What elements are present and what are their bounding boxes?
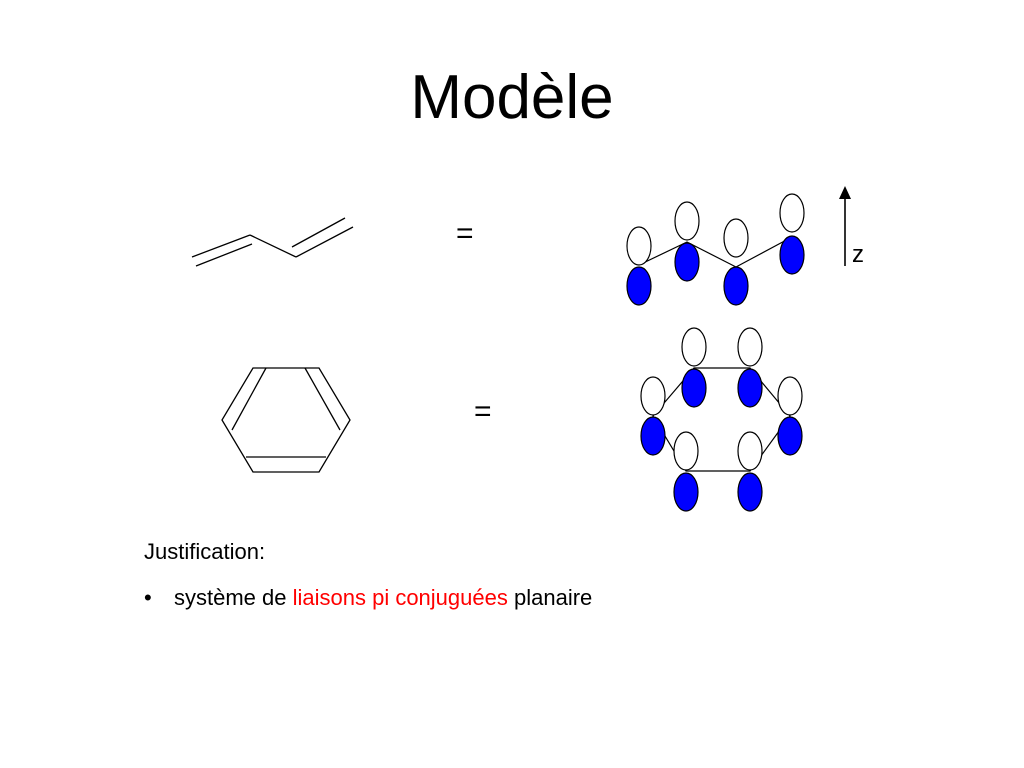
benzene-orbital-model <box>640 327 803 512</box>
butadiene-structure-icon <box>191 217 354 267</box>
z-axis-arrowhead <box>839 186 851 199</box>
p-orbital-lobe-filled <box>779 235 805 275</box>
benzene-double-bond-inner <box>231 367 267 431</box>
slide-title: Modèle <box>410 63 614 132</box>
p-orbital-lobe-filled <box>737 472 763 512</box>
benzene-double-bond-inner <box>304 367 341 431</box>
p-orbital-lobe-filled <box>626 266 652 306</box>
bullet-text-highlight: liaisons pi conjuguées <box>292 585 508 610</box>
butadiene-bond <box>191 234 251 258</box>
justification-label: Justification: <box>144 539 266 564</box>
p-orbital-lobe-empty <box>737 327 763 367</box>
p-orbital-lobe-filled <box>674 242 700 282</box>
butadiene-bond <box>295 226 354 258</box>
p-orbital-lobe-empty <box>681 327 707 367</box>
equals-sign-bottom: = <box>474 395 492 428</box>
butadiene-sigma-frame <box>638 236 793 268</box>
butadiene-double-bond-inner <box>291 217 346 248</box>
p-orbital-lobe-empty <box>673 431 699 471</box>
benzene-ring <box>221 367 351 473</box>
p-orbital-lobe-empty <box>626 226 652 266</box>
p-orbital-lobe-empty <box>723 218 749 258</box>
equals-sign-top: = <box>456 217 474 250</box>
p-orbital-lobe-filled <box>681 368 707 408</box>
p-orbital-lobe-empty <box>779 193 805 233</box>
benzene-structure-icon <box>221 367 351 473</box>
bullet-text-before: système de <box>174 585 293 610</box>
p-orbital-lobe-filled <box>737 368 763 408</box>
p-orbital-lobe-filled <box>673 472 699 512</box>
bullet-marker: • <box>144 585 152 610</box>
p-orbital-lobe-filled <box>723 266 749 306</box>
z-axis-arrow-icon <box>839 186 851 266</box>
butadiene-bond <box>249 234 297 258</box>
p-orbital-lobe-empty <box>640 376 666 416</box>
butadiene-double-bond-inner <box>195 243 253 267</box>
p-orbital-lobe-filled <box>640 416 666 456</box>
benzene-sigma-frame <box>652 367 791 472</box>
z-axis-label: z <box>852 241 864 268</box>
bullet-text-after: planaire <box>507 585 593 610</box>
p-orbital-lobe-empty <box>674 201 700 241</box>
p-orbital-lobe-filled <box>777 416 803 456</box>
p-orbital-lobe-empty <box>737 431 763 471</box>
butadiene-orbital-model <box>626 193 805 306</box>
justification-bullet-item: • système de liaisons pi conjuguées plana… <box>144 584 592 612</box>
p-orbital-lobe-empty <box>777 376 803 416</box>
